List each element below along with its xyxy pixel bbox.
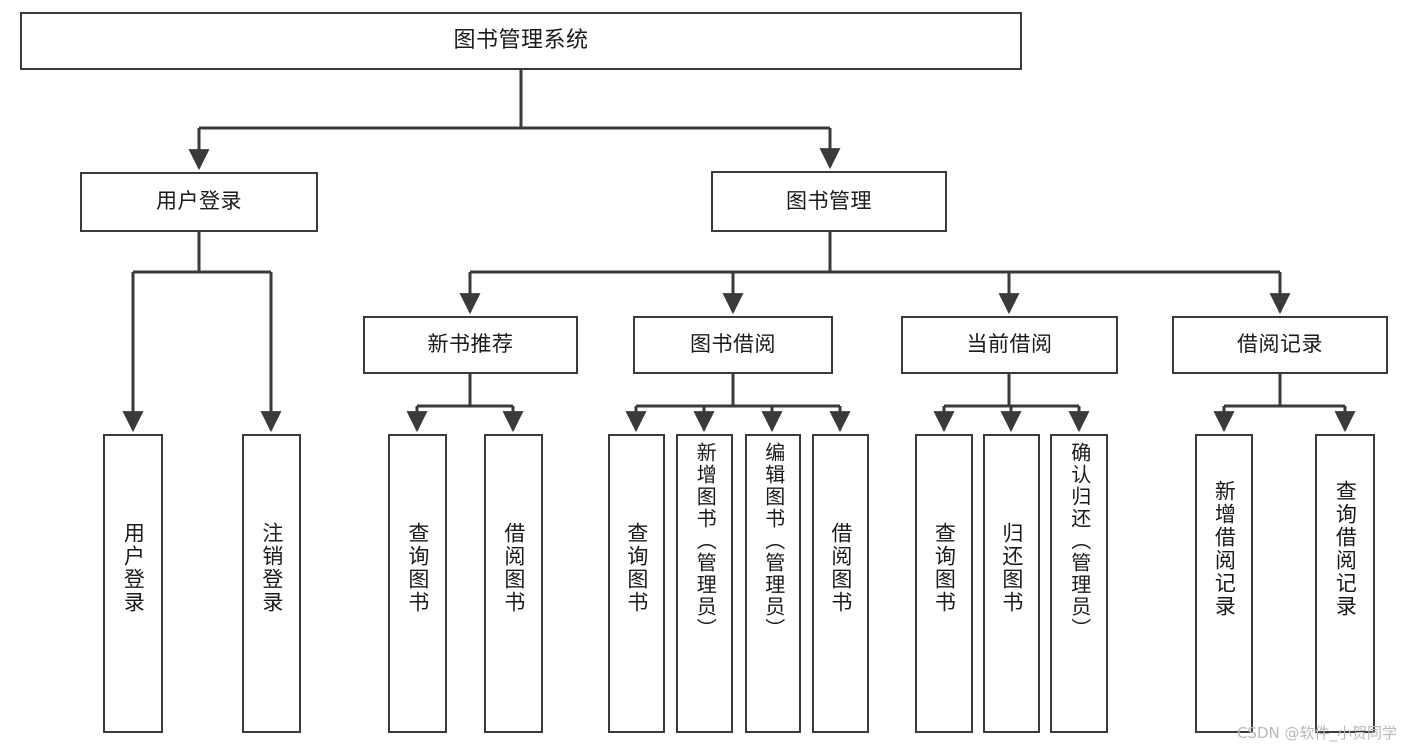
- node-borrow-record[interactable]: 借阅记录: [1172, 316, 1388, 374]
- leaf-lend-book-label: 借阅图书: [828, 522, 853, 614]
- leaf-add-borrow-record[interactable]: 新增借阅记录: [1195, 434, 1253, 733]
- node-borrow-record-label: 借阅记录: [1237, 332, 1323, 357]
- leaf-return-book-label: 归还图书: [999, 522, 1024, 614]
- node-book-borrow[interactable]: 图书借阅: [633, 316, 833, 374]
- leaf-confirm-return-admin[interactable]: 确认归还（管理员）: [1050, 434, 1108, 733]
- leaf-query-book-borrow[interactable]: 查询图书: [608, 434, 665, 733]
- node-user-login[interactable]: 用户登录: [80, 172, 318, 232]
- node-new-book-recommend[interactable]: 新书推荐: [363, 316, 578, 374]
- leaf-query-book-current-label: 查询图书: [932, 522, 957, 614]
- node-new-book-recommend-label: 新书推荐: [427, 332, 514, 357]
- leaf-add-book-admin-label: 新增图书（管理员）: [693, 442, 718, 640]
- leaf-logout[interactable]: 注销登录: [242, 434, 301, 733]
- leaf-query-book-newbook[interactable]: 查询图书: [388, 434, 447, 733]
- node-book-borrow-label: 图书借阅: [690, 332, 776, 357]
- node-book-management-label: 图书管理: [786, 188, 872, 213]
- leaf-query-book-newbook-label: 查询图书: [405, 522, 430, 614]
- leaf-query-book-current[interactable]: 查询图书: [915, 434, 973, 733]
- leaf-query-book-borrow-label: 查询图书: [624, 522, 649, 614]
- csdn-watermark: CSDN @软件_小贺同学: [1236, 724, 1397, 742]
- leaf-edit-book-admin[interactable]: 编辑图书（管理员）: [745, 434, 801, 733]
- leaf-query-borrow-record-label: 查询借阅记录: [1333, 480, 1358, 618]
- leaf-borrow-book-newbook-label: 借阅图书: [501, 522, 526, 614]
- leaf-logout-label: 注销登录: [259, 522, 284, 614]
- leaf-user-login-label: 用户登录: [121, 522, 146, 614]
- leaf-user-login[interactable]: 用户登录: [103, 434, 163, 733]
- node-root-label: 图书管理系统: [453, 27, 589, 53]
- leaf-confirm-return-admin-label: 确认归还（管理员）: [1067, 442, 1092, 640]
- node-current-borrow-label: 当前借阅: [966, 332, 1053, 357]
- leaf-lend-book[interactable]: 借阅图书: [812, 434, 869, 733]
- leaf-query-borrow-record[interactable]: 查询借阅记录: [1315, 434, 1375, 733]
- node-current-borrow[interactable]: 当前借阅: [901, 316, 1118, 374]
- leaf-edit-book-admin-label: 编辑图书（管理员）: [761, 442, 786, 640]
- node-book-management[interactable]: 图书管理: [711, 171, 947, 232]
- node-root[interactable]: 图书管理系统: [20, 12, 1022, 70]
- leaf-borrow-book-newbook[interactable]: 借阅图书: [484, 434, 543, 733]
- leaf-add-borrow-record-label: 新增借阅记录: [1212, 480, 1237, 618]
- leaf-add-book-admin[interactable]: 新增图书（管理员）: [676, 434, 733, 733]
- leaf-return-book[interactable]: 归还图书: [983, 434, 1040, 733]
- node-user-login-label: 用户登录: [156, 189, 242, 214]
